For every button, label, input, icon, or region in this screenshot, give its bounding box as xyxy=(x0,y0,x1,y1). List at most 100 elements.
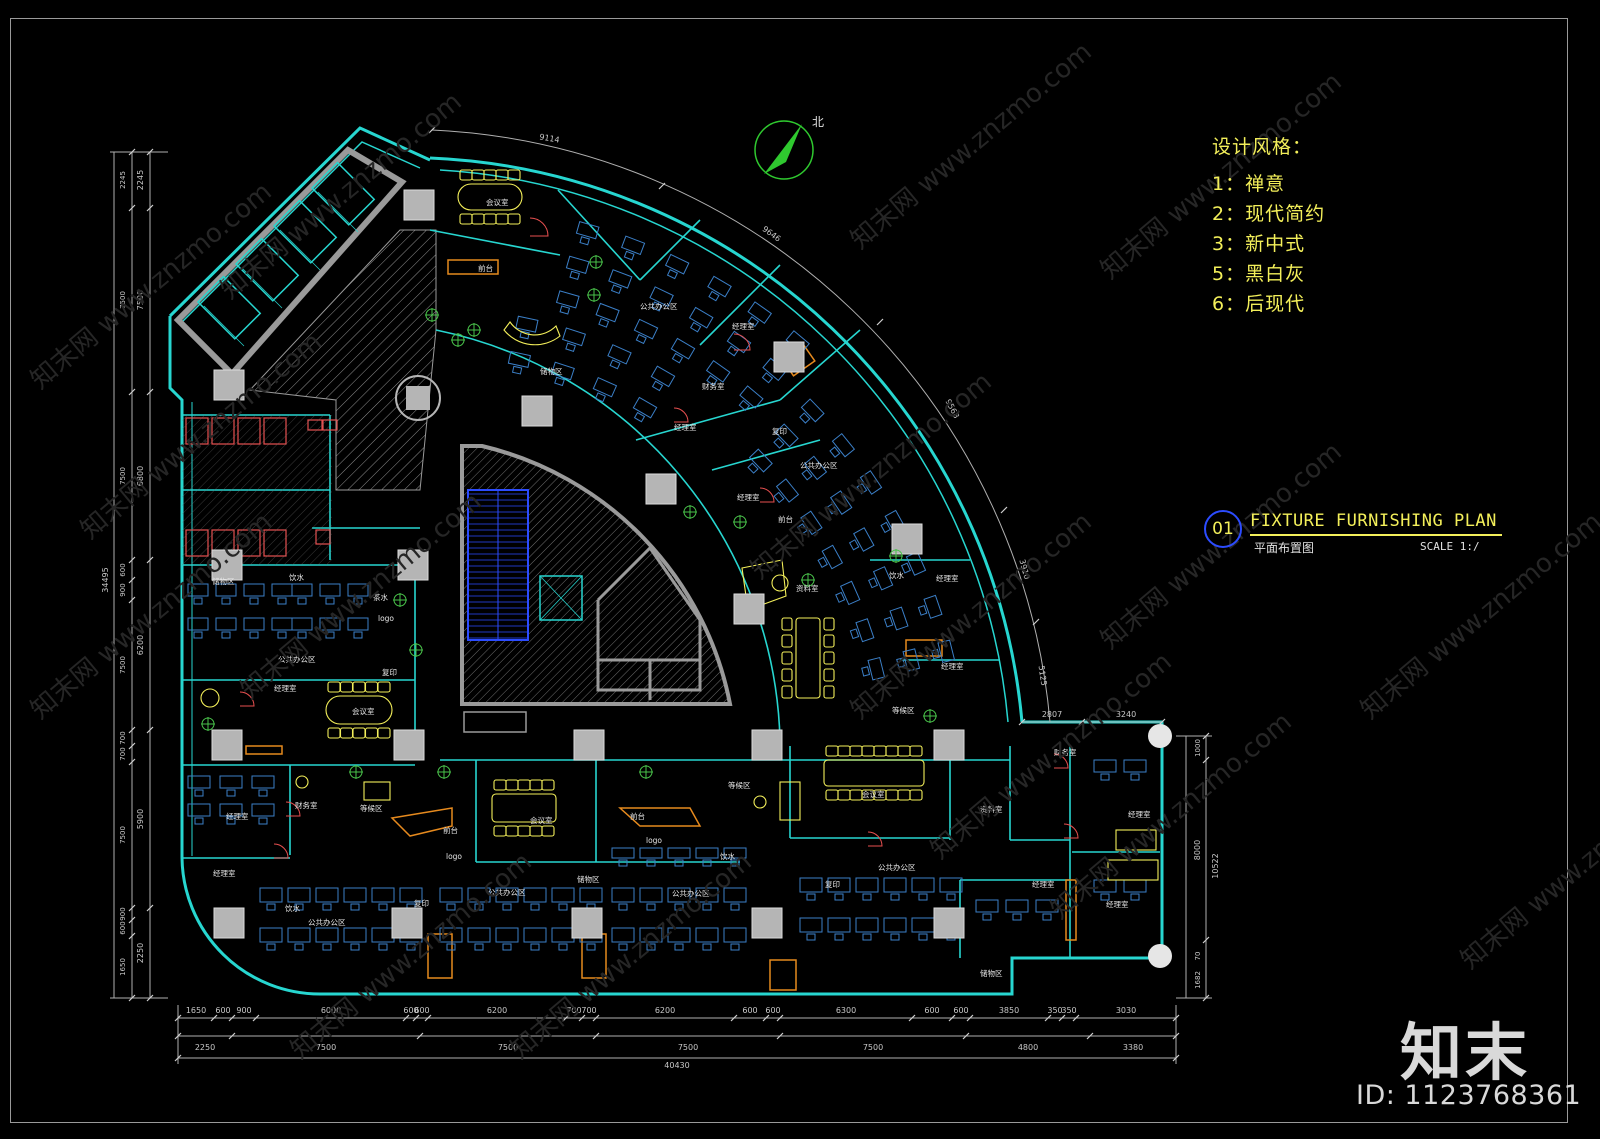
door-swing xyxy=(759,487,775,503)
workstation-desk xyxy=(608,269,633,295)
workstation-desk xyxy=(632,396,658,423)
workstation-desk xyxy=(187,803,211,817)
desk-top xyxy=(923,594,943,619)
workstation-desk xyxy=(611,927,635,943)
office-chair xyxy=(623,250,635,261)
workstation-desk xyxy=(551,887,575,903)
conference-chair xyxy=(897,745,911,757)
office-chair xyxy=(896,657,906,668)
office-chair xyxy=(829,446,841,458)
workstation-desk xyxy=(259,927,283,943)
room-label: 财务室 xyxy=(702,381,725,391)
dimension-tick xyxy=(1172,1014,1180,1022)
office-chair xyxy=(834,933,844,941)
desk-top xyxy=(607,344,632,365)
workstation-desk xyxy=(799,398,825,424)
conference-table xyxy=(325,695,393,725)
dimension-tick xyxy=(1000,506,1008,514)
workstation-desk xyxy=(243,617,265,631)
workstation-desk xyxy=(371,887,395,903)
dimension-label: 3030 xyxy=(1116,1006,1136,1015)
office-chair xyxy=(530,903,540,911)
dimension-tick xyxy=(962,1032,970,1040)
office-chair xyxy=(249,597,259,605)
desk-top xyxy=(859,470,883,495)
plant-icon xyxy=(437,765,451,779)
conference-chair xyxy=(493,779,507,791)
workstation-desk xyxy=(271,583,293,597)
desk-top xyxy=(650,365,676,388)
dimension-label: 3850 xyxy=(999,1006,1019,1015)
room-label: 财务室 xyxy=(1054,747,1077,757)
workstation-desk xyxy=(495,927,519,943)
conference-chair xyxy=(849,789,863,801)
dimension-label: 1650 xyxy=(119,958,127,976)
door-swing xyxy=(1053,753,1069,769)
room-label: 资料室 xyxy=(796,583,819,593)
workstation-desk xyxy=(917,594,943,619)
room-label: 饮水 xyxy=(289,572,304,582)
desk-top xyxy=(774,423,799,448)
dimension-tick xyxy=(966,1014,974,1022)
dimension-tick xyxy=(730,1014,738,1022)
office-chair xyxy=(1130,773,1140,781)
workstation-desk xyxy=(650,365,676,392)
plant-icon xyxy=(801,573,815,587)
desk-top xyxy=(726,330,752,354)
dimension-tick xyxy=(948,1014,956,1022)
dimension-tick xyxy=(1202,936,1210,944)
dimension-label: 900 xyxy=(119,907,127,920)
workstation-desk xyxy=(848,527,875,552)
office-chair xyxy=(530,943,540,951)
workstation-desk xyxy=(1123,759,1147,773)
column xyxy=(391,907,423,939)
dimension-label: 700 xyxy=(119,731,127,744)
desk-top xyxy=(555,290,580,309)
conference-chair xyxy=(339,681,354,693)
title-underline xyxy=(1250,534,1502,536)
office-chair xyxy=(674,859,684,867)
office-chair xyxy=(862,893,872,901)
dimension-label: 5900 xyxy=(136,809,145,829)
office-chair xyxy=(868,577,879,589)
dimension-label: 7500 xyxy=(119,291,127,309)
conference-chair xyxy=(364,727,379,739)
workstation-desk xyxy=(695,927,719,943)
workstation-desk xyxy=(911,877,935,893)
workstation-desk xyxy=(639,887,663,903)
office-chair xyxy=(806,893,816,901)
desk-top xyxy=(562,327,586,347)
dimension-label: 600 xyxy=(765,1006,780,1015)
conference-chair xyxy=(327,727,341,739)
workstation-desk xyxy=(667,927,691,943)
room-label: 饮水 xyxy=(720,851,735,861)
desk-top xyxy=(855,618,875,643)
workstation-desk xyxy=(319,583,341,597)
office-chair xyxy=(353,597,363,605)
conference-chair xyxy=(471,169,485,181)
plant-icon xyxy=(393,593,407,607)
office-chair xyxy=(249,631,259,639)
workstation-desk xyxy=(826,490,853,515)
plant-icon xyxy=(201,717,215,731)
plants xyxy=(201,255,937,779)
office-chair xyxy=(674,903,684,911)
workstation-desk xyxy=(287,887,311,903)
legend-item: 5：黑白灰 xyxy=(1212,263,1306,285)
room-label: 财务室 xyxy=(295,800,318,810)
conference-chair xyxy=(885,789,899,801)
workstation-desk xyxy=(883,877,907,893)
conference-furniture xyxy=(200,169,1159,881)
plant-icon xyxy=(467,323,481,337)
conference-chair xyxy=(823,634,835,648)
conference-chair xyxy=(471,213,485,225)
dimension-tick xyxy=(1158,718,1166,726)
conference-table xyxy=(491,793,557,823)
conference-chair xyxy=(327,681,341,693)
room-label: 等候区 xyxy=(360,803,383,813)
office-chair xyxy=(277,631,287,639)
plant-icon xyxy=(425,308,439,322)
column xyxy=(211,729,243,761)
office-chair xyxy=(801,469,813,481)
